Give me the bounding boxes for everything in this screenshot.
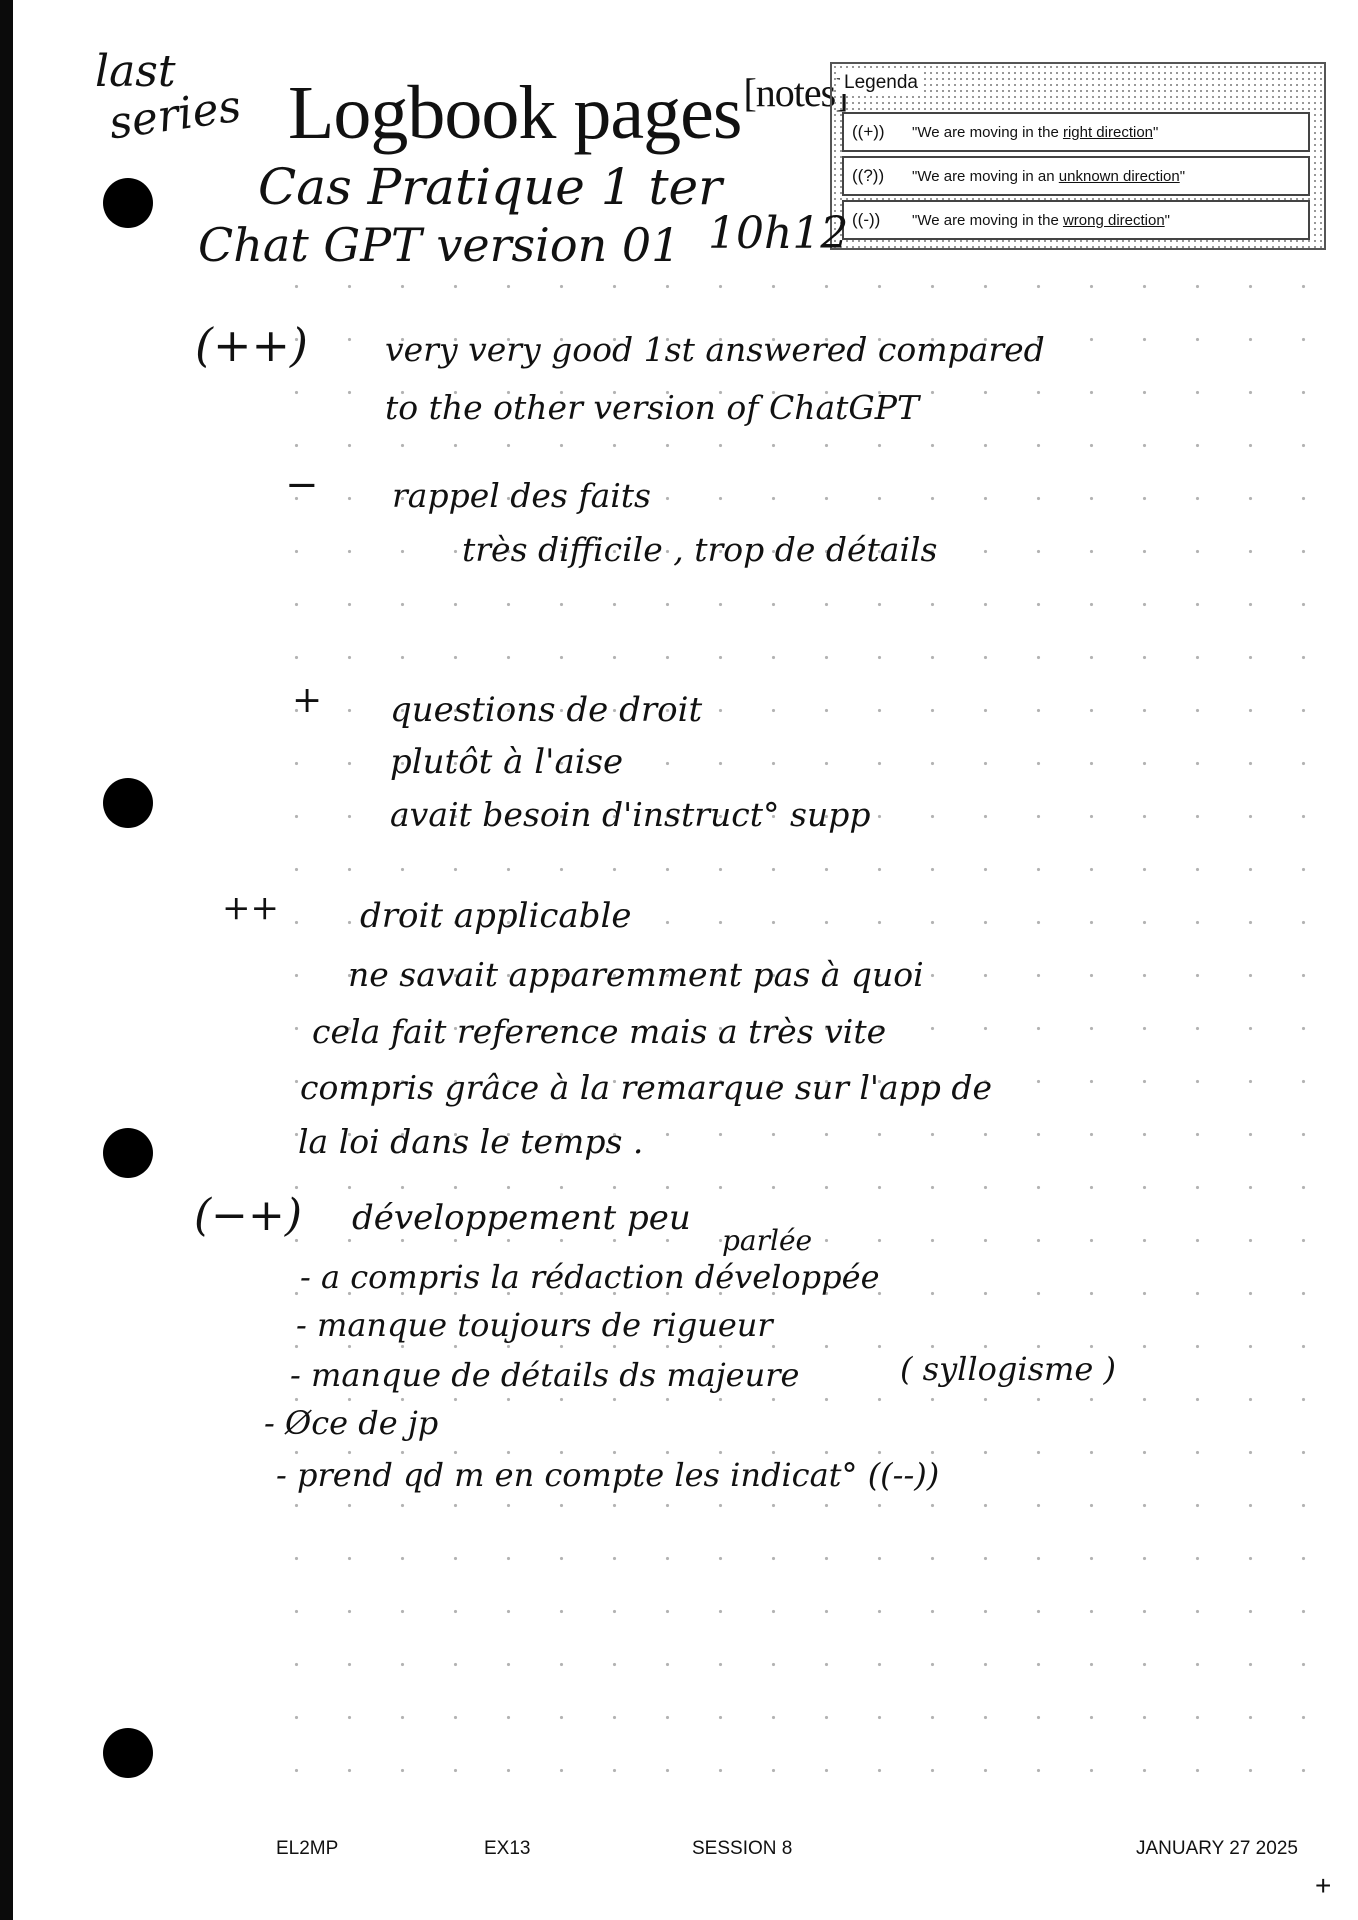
footer-date: JANUARY 27 2025 (1136, 1838, 1298, 1859)
legend-title: Legenda (840, 72, 922, 94)
corner-note: last series (95, 46, 244, 160)
dot-grid (270, 260, 1330, 1800)
binder-hole (103, 178, 153, 228)
note-line: - a compris la rédaction développée (300, 1258, 880, 1296)
note-time: 10h12 (708, 208, 849, 259)
binder-hole (103, 1728, 153, 1778)
footer-left: EL2MP (276, 1838, 339, 1859)
note-line: - prend qd m en compte les indicat° ((--… (276, 1456, 940, 1494)
legend-row: ((-)) "We are moving in the wrong direct… (842, 200, 1310, 240)
footer-code: EX13 (484, 1838, 531, 1859)
page-title: Logbook pages[notes] (288, 48, 849, 158)
footer-session: SESSION 8 (692, 1838, 793, 1859)
legend-text: "We are moving in an unknown direction" (912, 167, 1186, 185)
legend-symbol: ((-)) (852, 210, 881, 229)
note-line: parlée (722, 1224, 813, 1257)
note-line: to the other version of ChatGPT (385, 388, 919, 427)
legend-row: ((+)) "We are moving in the right direct… (842, 112, 1310, 152)
note-mark: ++ (222, 888, 279, 928)
note-line: ne savait apparemment pas à quoi (348, 955, 924, 994)
legend-box: Legenda ((+)) "We are moving in the righ… (830, 62, 1326, 250)
note-mark: + (292, 680, 323, 721)
legend-symbol: ((+)) (852, 122, 885, 141)
note-line: - manque toujours de rigueur (296, 1306, 773, 1344)
note-mark: (−+) (194, 1190, 303, 1241)
note-line: ( syllogisme ) (900, 1350, 1116, 1388)
legend-row: ((?)) "We are moving in an unknown direc… (842, 156, 1310, 196)
note-line: plutôt à l'aise (390, 742, 624, 782)
note-line: rappel des faits (392, 476, 651, 515)
note-line: very very good 1st answered compared (385, 330, 1045, 369)
crop-mark-icon: + (1315, 1870, 1332, 1901)
note-line: questions de droit (390, 690, 703, 730)
binder-hole (103, 1128, 153, 1178)
note-mark: (++) (195, 318, 308, 372)
note-line: avait besoin d'instruct° supp (390, 795, 871, 834)
note-line: compris grâce à la remarque sur l'app de (300, 1068, 993, 1107)
note-line: développement peu (352, 1198, 691, 1238)
corner-note-line: last (95, 46, 176, 97)
note-line: très difficile , trop de détails (462, 530, 938, 569)
scan-left-edge (0, 0, 13, 1920)
note-line: - Øce de jp (264, 1404, 439, 1442)
page-title-text: Logbook pages (288, 71, 742, 155)
binder-hole (103, 778, 153, 828)
legend-text: "We are moving in the right direction" (912, 123, 1159, 141)
note-heading: Cas Pratique 1 ter (258, 158, 723, 216)
note-mark: − (285, 462, 319, 508)
note-line: cela fait reference mais a très vite (312, 1012, 887, 1051)
note-line: - manque de détails ds majeure (290, 1356, 800, 1394)
note-heading: Chat GPT version 01 (198, 218, 681, 272)
note-line: la loi dans le temps . (298, 1122, 644, 1161)
note-line: droit applicable (360, 896, 632, 936)
legend-symbol: ((?)) (852, 166, 885, 185)
legend-text: "We are moving in the wrong direction" (912, 211, 1170, 229)
